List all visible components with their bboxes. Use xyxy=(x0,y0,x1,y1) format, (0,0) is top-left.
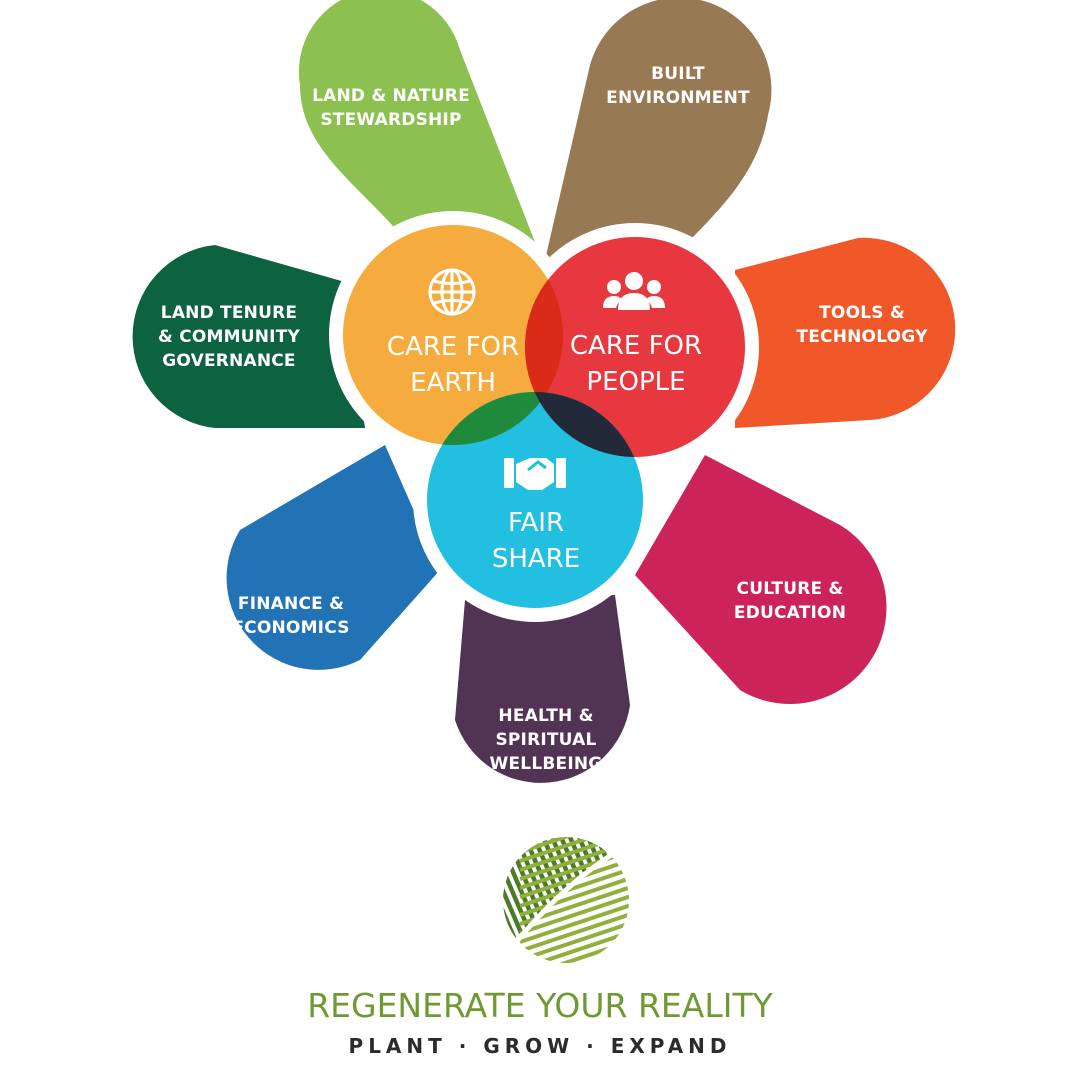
petal-land-tenure xyxy=(132,245,365,428)
brand-tagline: PLANT · GROW · EXPAND xyxy=(348,1034,732,1058)
handshake-icon xyxy=(504,458,566,490)
petal-label-land-nature: LAND & NATURE STEWARDSHIP xyxy=(312,86,470,130)
care-for-earth-circle xyxy=(343,225,563,445)
petal-label-land-tenure: LAND TENURE & COMMUNITY GOVERNANCE xyxy=(158,303,300,371)
care-for-earth-label: CARE FOR EARTH xyxy=(386,332,520,398)
petal-land-nature xyxy=(298,0,540,255)
petal-label-tools-technology: TOOLS & TECHNOLOGY xyxy=(796,303,928,347)
petal-built-environment xyxy=(545,0,772,260)
fair-share-label: FAIR SHARE xyxy=(491,508,581,574)
petal-culture-education xyxy=(635,455,887,704)
petal-tools-technology xyxy=(735,237,956,428)
people-fairshare-overlap xyxy=(525,392,643,457)
petal-label-finance-economics: FINANCE & ECONOMICS xyxy=(232,594,350,638)
petal-health-wellbeing xyxy=(455,595,630,783)
globe-icon xyxy=(428,268,476,316)
petal-finance-economics xyxy=(226,445,440,670)
petal-label-built-environment: BUILT ENVIRONMENT xyxy=(606,64,750,108)
care-for-people-label: CARE FOR PEOPLE xyxy=(569,331,703,397)
people-icon xyxy=(603,272,665,310)
petal-label-health-wellbeing: HEALTH & SPIRITUAL WELLBEING xyxy=(489,706,603,774)
brand-title: REGENERATE YOUR REALITY xyxy=(307,986,773,1025)
petal-label-culture-education: CULTURE & EDUCATION xyxy=(733,579,847,623)
